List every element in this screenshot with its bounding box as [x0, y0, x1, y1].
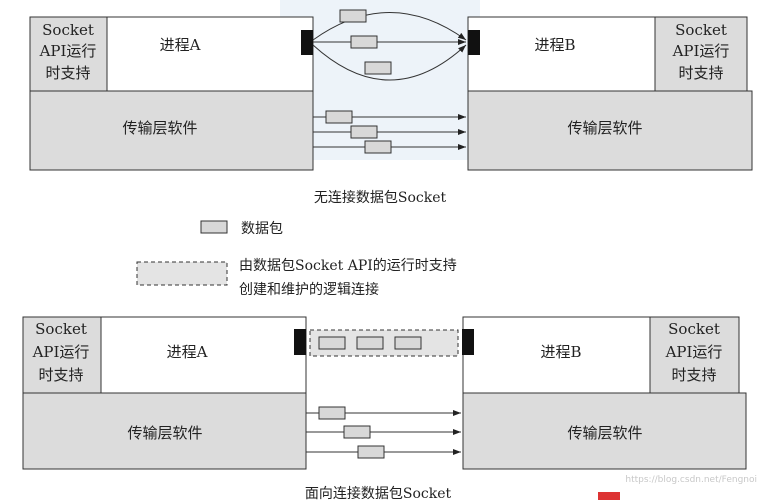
watermark-logo [598, 492, 620, 500]
left-process [106, 16, 314, 92]
packet [350, 125, 378, 139]
left-process [100, 316, 307, 394]
packet [325, 110, 353, 124]
packet [356, 336, 384, 350]
top-diagram: Socket API运行 时支持 进程A 传输层软件 Socket API运行 … [29, 9, 753, 206]
right-transport [467, 90, 753, 171]
api-label: Socket [668, 320, 720, 338]
api-label: API运行 [39, 42, 97, 60]
api-label: 时支持 [45, 64, 90, 82]
packet [343, 425, 371, 439]
packet [318, 406, 346, 420]
left-socket-api [29, 16, 108, 92]
transport-label: 传输层软件 [127, 424, 202, 442]
api-label: Socket [675, 21, 727, 39]
api-label: API运行 [32, 343, 90, 361]
socket-endpoint-a [301, 30, 313, 55]
socket-endpoint-b [462, 329, 474, 355]
datagram-arrow [312, 12, 467, 41]
api-label: 时支持 [38, 366, 83, 384]
watermark-url: https://blog.csdn.net/Fengnoi [625, 475, 757, 485]
process-a-label: 进程A [167, 343, 208, 361]
api-label: 时支持 [671, 366, 716, 384]
datagram-arrow [312, 44, 467, 81]
top-caption: 无连接数据包Socket [314, 189, 447, 206]
transport-label: 传输层软件 [567, 424, 642, 442]
legend-packet-label: 数据包 [241, 221, 283, 237]
api-label: Socket [35, 320, 87, 338]
bottom-caption: 面向连接数据包Socket [305, 485, 452, 500]
process-b-label: 进程B [540, 343, 581, 361]
packet [318, 336, 346, 350]
right-socket-api [654, 16, 748, 92]
right-process [462, 316, 651, 394]
legend-packet-icon [200, 220, 228, 234]
packet [339, 9, 367, 23]
transport-label: 传输层软件 [567, 119, 642, 137]
process-b-label: 进程B [534, 36, 575, 54]
legend-connection-label: 由数据包Socket API的运行时支持 [239, 258, 457, 274]
left-transport [22, 392, 307, 470]
packet [350, 35, 378, 49]
api-label: Socket [42, 21, 94, 39]
right-transport [462, 392, 747, 470]
packet [357, 445, 385, 459]
legend-connection-icon [136, 261, 228, 286]
socket-endpoint-a [294, 329, 306, 355]
left-socket-api [22, 316, 102, 394]
api-label: API运行 [672, 42, 730, 60]
process-a-label: 进程A [160, 36, 201, 54]
legend-connection-label: 创建和维护的逻辑连接 [239, 281, 379, 298]
right-process [467, 16, 656, 92]
packet [364, 61, 392, 75]
api-label: API运行 [665, 343, 723, 361]
socket-endpoint-b [468, 30, 480, 55]
transport-label: 传输层软件 [122, 119, 197, 137]
packet [394, 336, 422, 350]
right-socket-api [649, 316, 740, 394]
left-transport [29, 90, 314, 171]
packet [364, 140, 392, 154]
api-label: 时支持 [678, 64, 723, 82]
bottom-diagram: Socket API运行 时支持 进程A 传输层软件 Socket API运行 … [22, 316, 747, 500]
legend: 数据包 由数据包Socket API的运行时支持 创建和维护的逻辑连接 [136, 220, 457, 298]
